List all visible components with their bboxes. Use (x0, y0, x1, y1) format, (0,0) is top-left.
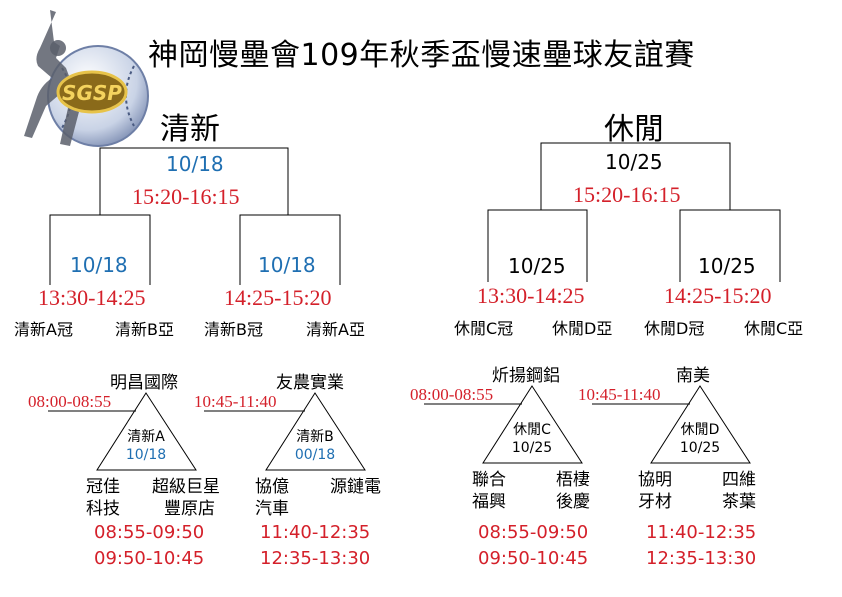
group-title-qingxin: 清新 (160, 112, 220, 147)
semi-time: 13:30-14:25 (38, 285, 146, 310)
triangle-team: 聯合 (472, 470, 506, 490)
semi-time: 14:25-15:20 (664, 283, 772, 308)
team-slot: 休閒D冠 (644, 319, 705, 338)
triangle-group-label: 休閒C (513, 422, 551, 438)
triangle-top-team: 明昌國際 (110, 373, 178, 393)
triangle-team: 後慶 (556, 492, 590, 512)
team-slot: 休閒C亞 (744, 319, 804, 338)
triangle-time: 12:35-13:30 (646, 548, 757, 569)
triangle-time: 11:40-12:35 (260, 522, 371, 543)
triangle-time: 08:55-09:50 (94, 522, 205, 543)
sgsp-logo: SGSP (24, 10, 149, 147)
triangle-top-team: 南美 (676, 366, 710, 386)
logo-text: SGSP (62, 81, 122, 105)
triangle-time: 09:50-10:45 (94, 548, 205, 569)
team-slot: 清新A冠 (14, 320, 73, 339)
triangle-date: 10/18 (125, 447, 167, 463)
final-date: 10/18 (166, 152, 224, 176)
triangle-label: 休閒D 10/25 (650, 421, 750, 457)
triangle-label: 清新B 00/18 (265, 428, 365, 464)
triangle-team: 冠佳 (86, 477, 120, 497)
triangle-team: 協明 (638, 470, 672, 490)
triangle-team: 福興 (472, 492, 506, 512)
team-slot: 清新B冠 (204, 320, 263, 339)
triangle-team: 超級巨星 (152, 477, 220, 497)
triangle-date: 00/18 (294, 447, 336, 463)
group-title-xiuxian: 休閒 (604, 112, 664, 147)
triangle-team: 牙材 (638, 492, 672, 512)
semi-date: 10/18 (258, 253, 316, 277)
triangle-team: 協億 (255, 477, 289, 497)
semi-date: 10/18 (70, 253, 128, 277)
triangle-team: 豐原店 (164, 499, 215, 519)
triangle-time: 08:00-08:55 (410, 385, 494, 404)
triangle-label: 休閒C 10/25 (482, 421, 582, 457)
triangle-group-label: 休閒D (680, 422, 720, 438)
triangle-date: 10/25 (511, 440, 553, 456)
semi-time: 13:30-14:25 (477, 283, 585, 308)
triangle-top-team: 炘揚鋼鋁 (492, 366, 560, 386)
triangle-time: 12:35-13:30 (260, 548, 371, 569)
triangle-group-label: 清新A (127, 429, 165, 445)
semi-date: 10/25 (508, 254, 566, 278)
triangle-team: 科技 (86, 499, 120, 519)
final-time: 15:20-16:15 (573, 182, 681, 207)
triangle-time: 08:00-08:55 (28, 392, 112, 411)
triangle-date: 10/25 (679, 440, 721, 456)
team-slot: 休閒C冠 (454, 319, 514, 338)
semi-time: 14:25-15:20 (224, 285, 332, 310)
team-slot: 清新B亞 (115, 320, 174, 339)
final-time: 15:20-16:15 (132, 184, 240, 209)
triangle-team: 源鏈電 (330, 477, 381, 497)
semi-date: 10/25 (698, 254, 756, 278)
triangle-team: 茶葉 (722, 492, 756, 512)
triangle-time: 10:45-11:40 (578, 385, 661, 404)
triangle-time: 11:40-12:35 (646, 522, 757, 543)
triangle-time: 09:50-10:45 (478, 548, 589, 569)
triangle-group-label: 清新B (296, 429, 334, 445)
triangle-time: 08:55-09:50 (478, 522, 589, 543)
triangle-time: 10:45-11:40 (194, 392, 277, 411)
triangle-team: 四維 (722, 470, 756, 490)
triangle-team: 汽車 (255, 499, 289, 519)
page-title: 神岡慢壘會109年秋季盃慢速壘球友誼賽 (148, 38, 695, 73)
triangle-team: 梧棲 (556, 470, 590, 490)
team-slot: 休閒D亞 (552, 319, 613, 338)
triangle-label: 清新A 10/18 (96, 428, 196, 464)
triangle-top-team: 友農實業 (276, 373, 344, 393)
team-slot: 清新A亞 (306, 320, 365, 339)
final-date: 10/25 (605, 150, 663, 174)
